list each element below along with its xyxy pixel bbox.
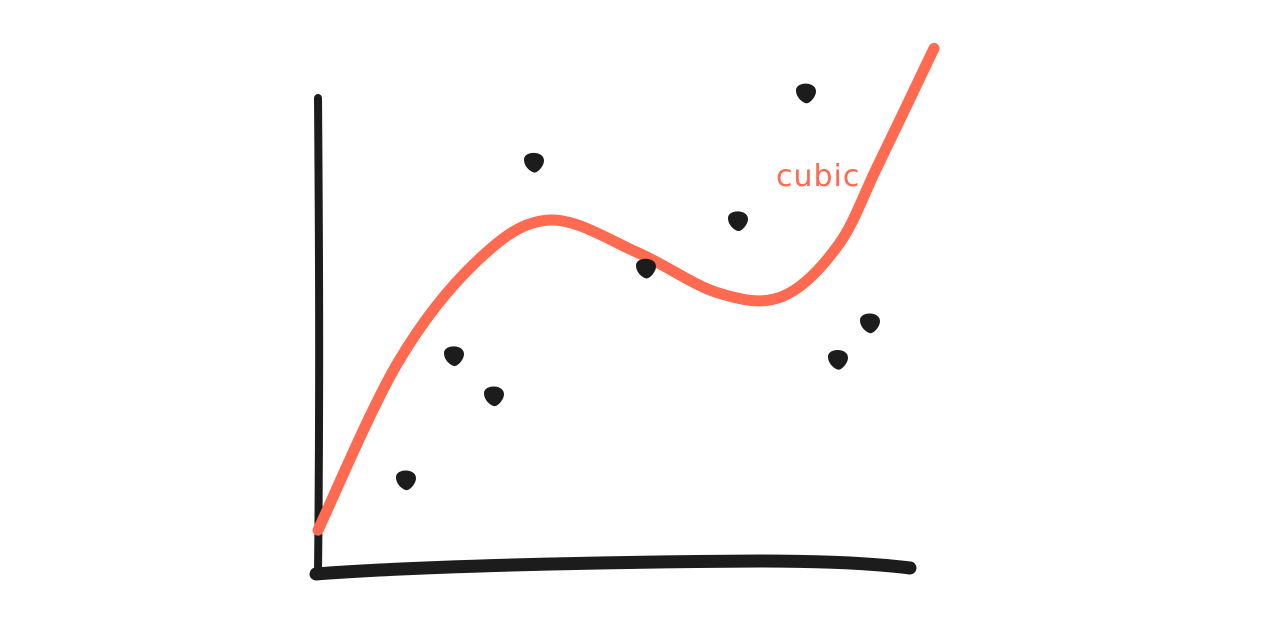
data-point [444, 346, 464, 367]
cubic-fit-curve [312, 42, 940, 536]
data-point [396, 470, 416, 491]
x-axis-line [309, 554, 917, 581]
data-point [636, 258, 656, 279]
data-point [524, 152, 544, 173]
axes [309, 94, 917, 581]
data-point [728, 211, 748, 232]
data-point [796, 83, 816, 104]
curve-label: cubic [776, 159, 860, 194]
cubic-fit-curve-group [312, 42, 940, 536]
data-point [860, 313, 880, 334]
y-axis-line [314, 94, 324, 578]
data-points [396, 83, 880, 491]
data-point [484, 386, 504, 407]
data-point [828, 350, 848, 370]
